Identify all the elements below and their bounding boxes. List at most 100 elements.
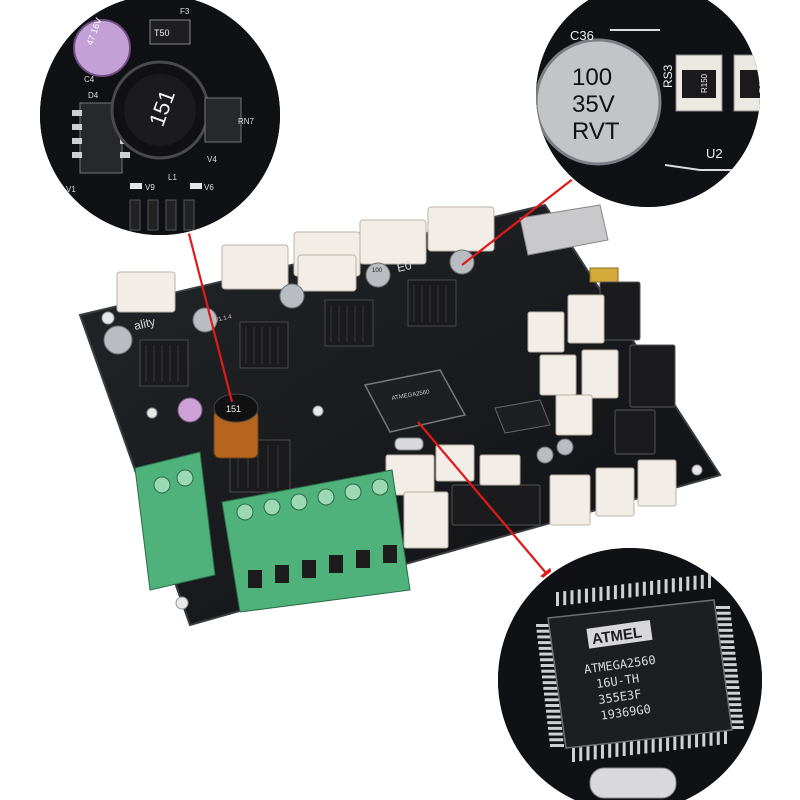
mcu-pin <box>593 745 597 760</box>
mcu-pin <box>716 611 731 615</box>
board-inductor-code: 151 <box>226 404 241 414</box>
mcu-pin <box>599 586 603 601</box>
mcu-pin <box>686 576 690 591</box>
mcu-pin <box>542 681 557 685</box>
silk-brand: ality <box>133 314 157 332</box>
mcu-pin <box>537 635 552 639</box>
jst-connector <box>555 394 593 436</box>
mcu-pin <box>543 686 558 690</box>
jst-connector <box>637 459 677 507</box>
mcu-pin <box>730 726 744 729</box>
mcu-pin <box>724 730 727 744</box>
heatsink <box>139 339 189 387</box>
label-c4: C4 <box>84 75 95 84</box>
mcu-pin <box>544 698 559 702</box>
mcu-pin <box>536 624 550 627</box>
mcu-pin <box>550 744 564 747</box>
label-r150-a: R150 <box>700 73 709 93</box>
mcu-pin <box>542 675 556 679</box>
mcu-pin <box>608 743 612 758</box>
mcu-pin <box>548 726 562 730</box>
jst-connector <box>297 254 357 292</box>
mcu-pin <box>724 674 738 678</box>
mcu-pin <box>577 589 581 604</box>
mcu-pin <box>586 746 590 761</box>
mcu-pin <box>584 588 588 603</box>
capacitor-value: 100 <box>572 64 612 91</box>
mcu-pin <box>572 748 575 762</box>
mcu-pin <box>666 736 670 751</box>
mcu-pin <box>606 586 610 600</box>
mcu-pin <box>657 580 661 594</box>
mcu-pin <box>540 664 555 667</box>
terminal-blocks <box>134 451 411 613</box>
mcu-pin <box>726 691 740 695</box>
label-d4: D4 <box>88 91 99 100</box>
top-connectors <box>116 206 495 313</box>
atmel-logo: ATMEL <box>586 619 653 649</box>
arrow-to-power-zoom <box>182 219 234 403</box>
mcu-pin <box>719 634 734 638</box>
capacitor <box>536 446 554 464</box>
mcu-pins <box>536 574 744 762</box>
mcu-pin <box>702 732 706 747</box>
smd-chip <box>204 97 242 143</box>
mcu-lot-code: 355E3F <box>597 687 642 707</box>
capacitor <box>449 249 475 275</box>
label-r150-b: R150 <box>758 73 767 93</box>
terminal-block-small <box>134 451 216 591</box>
right-headers <box>451 281 676 526</box>
sd-card-slot <box>519 204 609 256</box>
mcu-pin <box>556 592 559 606</box>
mcu-pin <box>727 703 742 707</box>
label-u2: U2 <box>706 146 723 161</box>
jst-connector <box>527 311 565 353</box>
mcu-pin <box>708 574 711 588</box>
callout-arrows <box>182 166 590 583</box>
jst-connector <box>403 491 449 549</box>
zoom-power-section: 47 16V 151 T50 C4 D4 F3 RN7 V4 <box>38 0 282 237</box>
mcu-speed-grade: 16U-TH <box>595 671 640 691</box>
mount-hole <box>175 596 189 610</box>
arrow-to-mcu-zoom <box>417 421 554 583</box>
heatsinks <box>139 279 457 493</box>
capacitor <box>279 283 305 309</box>
mcu-pin <box>728 714 743 718</box>
usb-port <box>589 267 619 283</box>
mcu-pin <box>724 680 739 684</box>
right-connectors <box>385 294 677 549</box>
led <box>190 183 202 189</box>
mcu-pin <box>664 579 668 594</box>
driver-chip <box>494 399 551 434</box>
mcu-pin <box>549 738 564 742</box>
mcu-pin <box>718 628 733 632</box>
crystal <box>589 767 677 799</box>
mcu-pin <box>579 747 583 762</box>
silk-version: V1.1.4 <box>214 314 233 324</box>
jst-connector <box>539 354 577 396</box>
mcu-pin <box>613 585 617 600</box>
label-f3: F3 <box>180 7 190 16</box>
mcu-pin <box>622 742 626 756</box>
jst-connector <box>595 467 635 517</box>
mcu-pin <box>721 651 736 655</box>
label-v6: V6 <box>204 183 214 192</box>
mcu-pin <box>716 730 720 745</box>
atmel-logo-text: ATMEL <box>591 624 643 648</box>
mcu-date-code: 19369G0 <box>600 702 652 723</box>
mcu-pin <box>570 590 574 605</box>
pin-header <box>599 281 641 341</box>
mcu-pin <box>615 742 619 757</box>
mcu-pin <box>722 657 736 661</box>
zoom-mcu-section: ATMEL ATMEGA2560 16U-TH 355E3F 19369G0 <box>496 546 764 800</box>
mcu-pin <box>693 575 697 590</box>
capacitor <box>556 438 574 456</box>
label-v9: V9 <box>145 183 155 192</box>
arrow-to-capacitor-zoom <box>461 166 590 266</box>
mount-hole <box>146 407 158 419</box>
main-board: 100 151 ATMEGA2560 <box>78 203 722 627</box>
jst-connector <box>567 294 605 344</box>
led <box>130 183 142 189</box>
jst-connector <box>221 244 289 290</box>
